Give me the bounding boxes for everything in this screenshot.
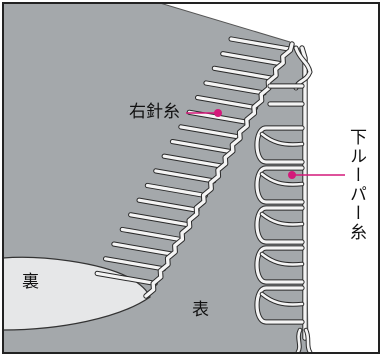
looper-top-loop [293, 45, 313, 91]
fabric-edge [159, 3, 291, 43]
label-fabric-front: 表 [192, 300, 209, 320]
needle-stitch-tick [178, 124, 242, 140]
needle-stitch-tick [103, 256, 167, 272]
looper-crossing-strand [259, 211, 305, 227]
needle-stitch-tick [195, 95, 259, 111]
looper-loop [254, 205, 305, 245]
needle-stitch-tick [119, 226, 183, 243]
diagram-frame [2, 2, 380, 354]
magenta-dot-icon [214, 109, 222, 117]
looper-tail [303, 327, 313, 353]
needle-stitch-tick [169, 139, 234, 155]
looper-crossing-strand [259, 171, 305, 187]
label-lower-looper-thread: 下ルーパー糸 [346, 128, 366, 242]
looper-loop [254, 125, 305, 165]
looper-crossing-strand [259, 291, 305, 307]
needle-stitch-tick [94, 270, 158, 286]
needle-stitch-tick [220, 51, 284, 67]
needle-stitch-tick [203, 80, 267, 96]
looper-loop [254, 285, 305, 325]
needle-stitch-tick [111, 241, 175, 257]
label-right-needle-thread: 右針糸 [129, 102, 180, 122]
needle-stitch-tick [228, 36, 292, 52]
needle-stitch-tick [161, 153, 225, 169]
needle-stitch-tick [153, 168, 217, 184]
needle-stitch-tick [211, 65, 275, 81]
lower-looper-thread-chain [254, 45, 313, 353]
needle-stitch-tick [136, 197, 200, 213]
looper-loop [254, 245, 305, 285]
needle-stitch-tick [144, 182, 208, 199]
looper-crossing-strand [259, 131, 305, 147]
right-needle-thread-stitches [94, 36, 295, 299]
looper-tail [295, 327, 303, 353]
needle-stitch-tick [128, 212, 192, 228]
looper-loop [254, 165, 305, 205]
needle-stitch-tick [186, 109, 250, 125]
magenta-dot-icon [288, 171, 296, 179]
looper-edge-cord [299, 45, 308, 341]
looper-crossing-strand [259, 251, 305, 267]
label-fabric-back: 裏 [22, 272, 39, 292]
